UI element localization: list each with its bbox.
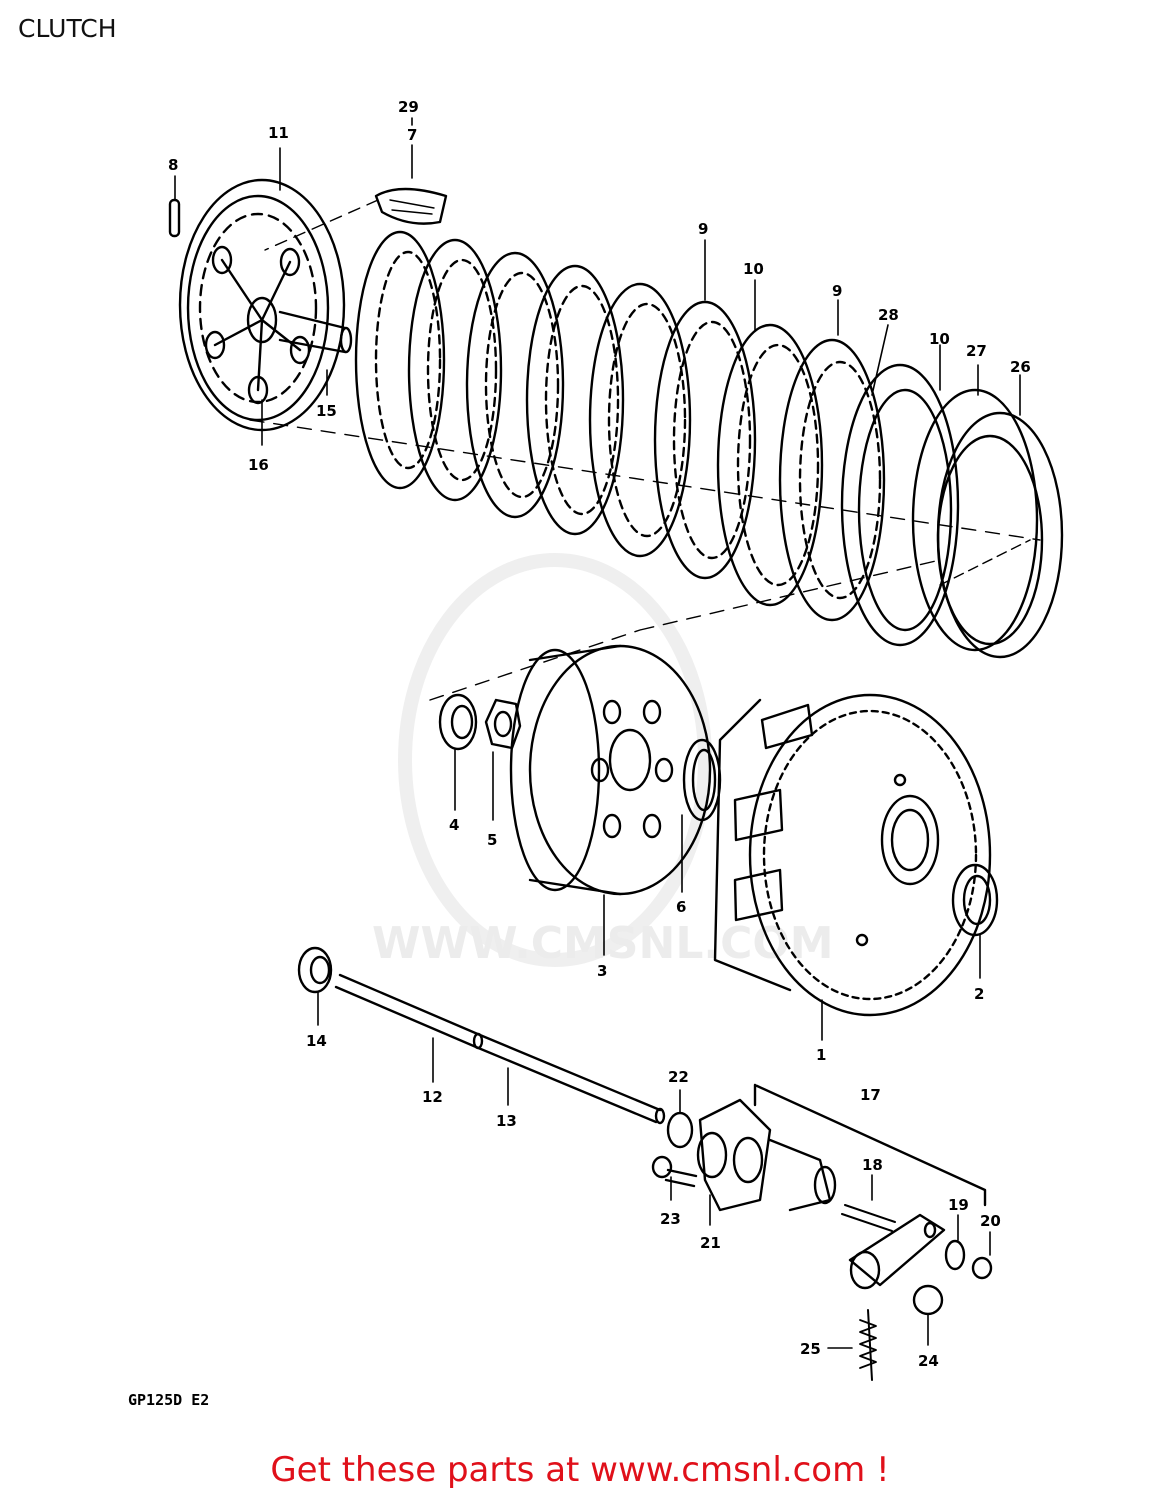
part-label-27: 27 — [966, 342, 987, 360]
part-label-12: 12 — [422, 1088, 443, 1106]
part-label-26: 26 — [1010, 358, 1031, 376]
part-label-7: 7 — [407, 126, 417, 144]
part-label-9b: 9 — [832, 282, 842, 300]
part-label-18: 18 — [862, 1156, 883, 1174]
part-label-3: 3 — [597, 962, 607, 980]
clutch-plate-stack — [354, 230, 960, 647]
part-label-4: 4 — [449, 816, 459, 834]
part-label-10a: 10 — [743, 260, 764, 278]
part-label-17: 17 — [860, 1086, 881, 1104]
part-label-28: 28 — [878, 306, 899, 324]
page-title: CLUTCH — [18, 14, 117, 43]
part-label-22: 22 — [668, 1068, 689, 1086]
get-parts-link[interactable]: Get these parts at www.cmsnl.com ! — [270, 1450, 890, 1490]
oil-seal — [297, 946, 333, 994]
clutch-sleeve-hub — [509, 644, 712, 896]
part-label-9a: 9 — [698, 220, 708, 238]
part-label-16: 16 — [248, 456, 269, 474]
part-label-14: 14 — [306, 1032, 327, 1050]
part-label-24: 24 — [918, 1352, 939, 1370]
model-code: GP125D E2 — [128, 1391, 209, 1409]
part-label-15: 15 — [316, 402, 337, 420]
part-label-6: 6 — [676, 898, 686, 916]
thrust-washer-outer — [951, 863, 999, 937]
pressure-plate — [178, 178, 353, 432]
part-label-25: 25 — [800, 1340, 821, 1358]
part-label-21: 21 — [700, 1234, 721, 1252]
part-label-29: 29 — [398, 98, 419, 116]
part-label-19: 19 — [948, 1196, 969, 1214]
ring-set — [911, 388, 1064, 659]
watermark-text: WWW.CMSNL.COM — [372, 918, 834, 969]
part-label-23: 23 — [660, 1210, 681, 1228]
watermark: WWW.CMSNL.COM — [372, 553, 834, 969]
push-rod — [334, 973, 666, 1125]
thrust-washer — [438, 693, 478, 751]
clutch-release-assembly — [651, 1083, 993, 1381]
part-labels: 29 7 11 8 9 10 9 28 10 27 26 15 16 4 5 6… — [128, 98, 1031, 1409]
leader-lines — [174, 117, 1021, 1349]
part-label-10b: 10 — [929, 330, 950, 348]
part-label-11: 11 — [268, 124, 289, 142]
part-label-20: 20 — [980, 1212, 1001, 1230]
part-label-1: 1 — [816, 1046, 826, 1064]
pin — [168, 198, 181, 238]
part-label-2: 2 — [974, 985, 984, 1003]
part-label-5: 5 — [487, 831, 497, 849]
part-label-13: 13 — [496, 1112, 517, 1130]
clutch-spring — [264, 187, 448, 251]
primary-driven-gear-housing — [713, 693, 992, 1017]
part-label-8: 8 — [168, 156, 178, 174]
